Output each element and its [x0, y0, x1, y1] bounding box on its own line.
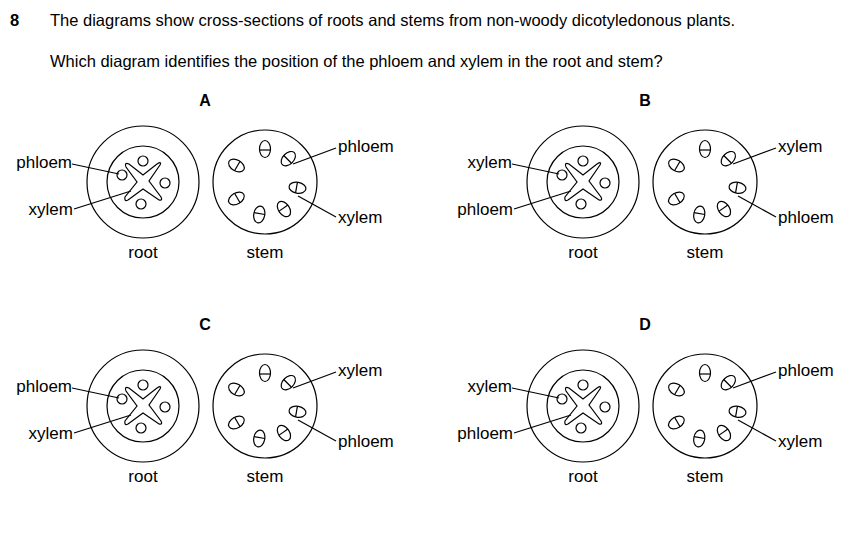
- part-label: phloem: [338, 432, 394, 452]
- panel-c-drawing: [72, 350, 336, 462]
- section-caption: root: [128, 243, 157, 263]
- part-label: xylem: [29, 200, 73, 220]
- option-letter: D: [639, 315, 651, 335]
- question-text: The diagrams show cross-sections of root…: [50, 10, 735, 30]
- part-label: xylem: [778, 137, 822, 157]
- part-label: xylem: [468, 153, 512, 173]
- part-label: phloem: [16, 153, 72, 173]
- section-caption: stem: [687, 243, 724, 263]
- part-label: phloem: [457, 200, 513, 220]
- panel-a-drawing: [72, 126, 336, 238]
- section-caption: stem: [247, 467, 284, 487]
- option-letter: A: [199, 91, 211, 111]
- option-letter: B: [639, 91, 651, 111]
- question-text: Which diagram identifies the position of…: [50, 51, 663, 71]
- section-caption: root: [568, 467, 597, 487]
- part-label: xylem: [338, 208, 382, 228]
- panel-d-drawing: [512, 350, 776, 462]
- part-label: phloem: [457, 424, 513, 444]
- option-letter: C: [199, 315, 211, 335]
- part-label: phloem: [778, 208, 834, 228]
- part-label: xylem: [778, 432, 822, 452]
- part-label: xylem: [29, 424, 73, 444]
- part-label: xylem: [468, 377, 512, 397]
- part-label: phloem: [778, 361, 834, 381]
- part-label: xylem: [338, 361, 382, 381]
- section-caption: stem: [247, 243, 284, 263]
- section-caption: root: [568, 243, 597, 263]
- section-caption: stem: [687, 467, 724, 487]
- section-caption: root: [128, 467, 157, 487]
- question-number: 8: [10, 10, 19, 30]
- part-label: phloem: [16, 377, 72, 397]
- part-label: phloem: [338, 137, 394, 157]
- panel-b-drawing: [512, 126, 776, 238]
